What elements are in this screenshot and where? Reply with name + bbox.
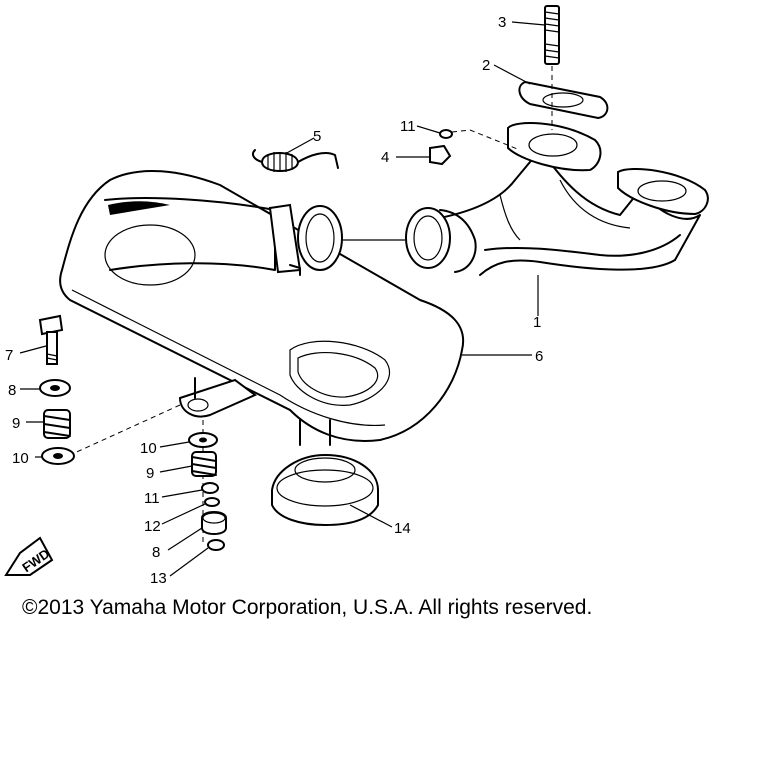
callout-part-8-mid: 8	[152, 544, 160, 561]
callout-part-12-mid: 12	[144, 518, 161, 535]
callout-part-1: 1	[533, 314, 541, 331]
nut-part-4[interactable]	[429, 144, 452, 166]
callout-part-3: 3	[498, 14, 506, 31]
collar-part-8-mid[interactable]	[201, 511, 227, 535]
muffler-bracket	[178, 377, 257, 418]
washer-part-8-left[interactable]	[39, 379, 71, 397]
spring-part-9-left[interactable]	[43, 409, 71, 439]
copyright-notice: ©2013 Yamaha Motor Corporation, U.S.A. A…	[22, 596, 593, 619]
callout-part-13: 13	[150, 570, 167, 587]
callout-part-12-top: 11	[400, 118, 416, 135]
muffler-part-6[interactable]	[59, 170, 465, 442]
fwd-arrow-icon: FWD	[4, 536, 54, 576]
washer-part-10-mid[interactable]	[188, 432, 218, 448]
callout-part-5: 5	[313, 128, 321, 145]
exhaust-pipe-part-1[interactable]	[405, 122, 709, 276]
washer-part-11[interactable]	[201, 482, 219, 494]
spring-part-9-mid[interactable]	[191, 451, 217, 477]
callout-part-9-mid: 9	[146, 465, 154, 482]
gasket-part-2[interactable]	[518, 80, 609, 120]
callout-part-10-left: 10	[12, 450, 29, 467]
callout-part-8-left: 8	[8, 382, 16, 399]
callout-part-6: 6	[535, 348, 543, 365]
washer-part-12-top[interactable]	[439, 129, 453, 139]
bolt-part-7[interactable]	[38, 314, 64, 365]
callout-part-2: 2	[482, 57, 490, 74]
callout-part-4: 4	[381, 149, 389, 166]
callout-part-10-mid: 10	[140, 440, 157, 457]
callout-part-11: 11	[144, 490, 160, 507]
washer-part-13[interactable]	[207, 539, 225, 551]
callout-part-14: 14	[394, 520, 411, 537]
washer-part-10-left[interactable]	[41, 447, 75, 465]
spring-part-5[interactable]	[252, 149, 339, 172]
callout-part-7: 7	[5, 347, 13, 364]
washer-part-12-mid[interactable]	[204, 497, 220, 507]
stud-bolt-part-3[interactable]	[544, 5, 560, 65]
callout-part-9-left: 9	[12, 415, 20, 432]
grommet-part-14[interactable]	[271, 419, 379, 527]
